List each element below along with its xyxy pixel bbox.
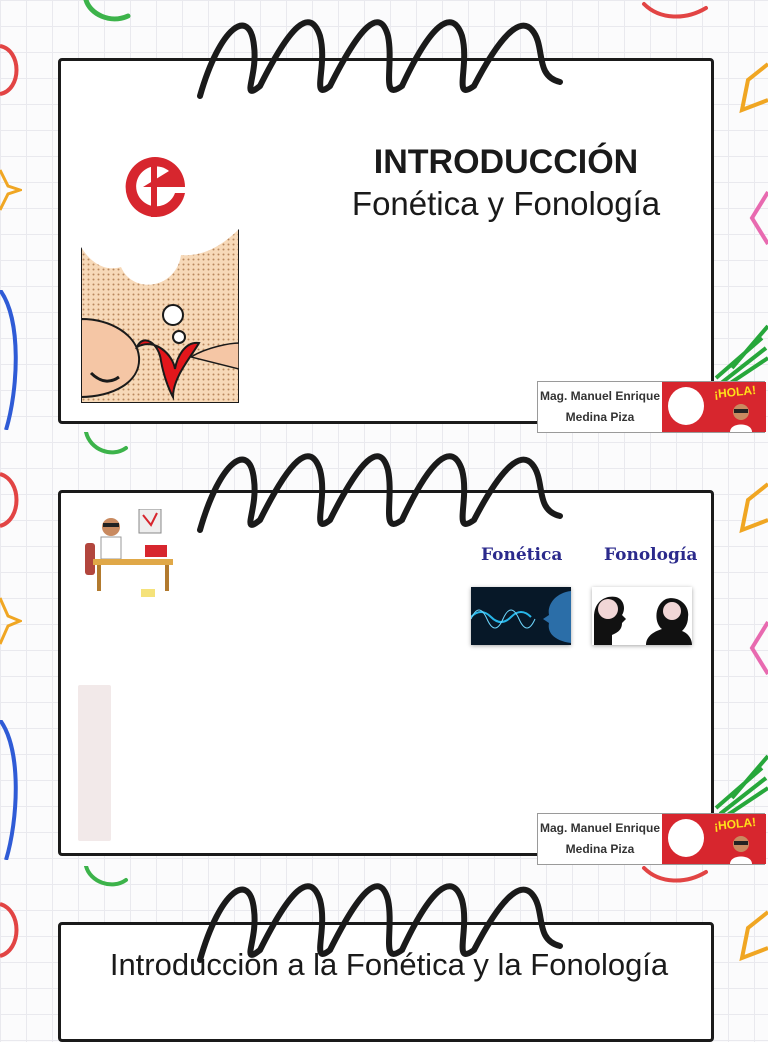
topic-label-fonetica: Fonética [481,545,563,565]
pencil-icon [749,190,768,246]
spiral-binding-icon [197,19,563,99]
hola-badge: ¡HOLA! [713,382,757,402]
swirl-icon [0,290,18,430]
star-icon [0,169,22,211]
slide-2[interactable]: Fonética Fonología Mag. Manuel Enrique M… [58,490,766,865]
scribble-icon [714,754,768,818]
hola-badge: ¡HOLA! [713,814,757,834]
logo-e-icon [125,157,185,217]
swirl-icon [0,902,19,958]
paperclip-icon [84,866,128,887]
paperclip-icon [84,432,128,455]
institution-seal-icon [668,387,704,425]
placeholder-panel [78,685,111,841]
author-name: Mag. Manuel Enrique Medina Piza [538,386,662,428]
paperclip-icon [642,2,708,19]
swirl-icon [0,472,19,528]
author-line-2: Medina Piza [565,842,635,856]
pencil-icon [739,62,768,114]
slide-title: INTRODUCCIÓN [373,143,639,181]
teacher-avatar-icon [730,836,752,864]
thought-bubble-illustration [81,107,239,403]
swirl-icon [0,44,19,96]
institution-logos: ¡HOLA! [662,382,766,432]
topic-label-fonologia: Fonología [604,545,698,565]
author-card: Mag. Manuel Enrique Medina Piza ¡HOLA! [537,813,766,865]
slide-1[interactable]: INTRODUCCIÓN Fonética y Fonología Mag. M… [58,58,766,433]
author-line-1: Mag. Manuel Enrique [539,821,660,835]
spiral-binding-icon [197,453,563,533]
scribble-icon [714,324,768,388]
paperclip-icon [642,866,708,883]
institution-seal-icon [668,819,704,857]
author-line-2: Medina Piza [565,410,635,424]
pencil-icon [739,482,768,534]
pencil-icon [749,620,768,676]
brain-silhouette-image[interactable] [592,587,692,645]
swirl-icon [0,720,18,860]
author-line-1: Mag. Manuel Enrique [539,389,660,403]
teacher-avatar-icon [730,404,752,432]
author-name: Mag. Manuel Enrique Medina Piza [538,818,662,860]
pencil-icon [739,910,768,962]
institution-logos: ¡HOLA! [662,814,766,864]
slide-subtitle: Fonética y Fonología [351,185,661,222]
star-icon [0,597,22,645]
author-card: Mag. Manuel Enrique Medina Piza ¡HOLA! [537,381,766,433]
sound-wave-image[interactable] [471,587,571,645]
spiral-binding-icon [197,883,563,963]
teacher-desk-illustration [85,509,173,597]
paperclip-icon [83,0,131,22]
